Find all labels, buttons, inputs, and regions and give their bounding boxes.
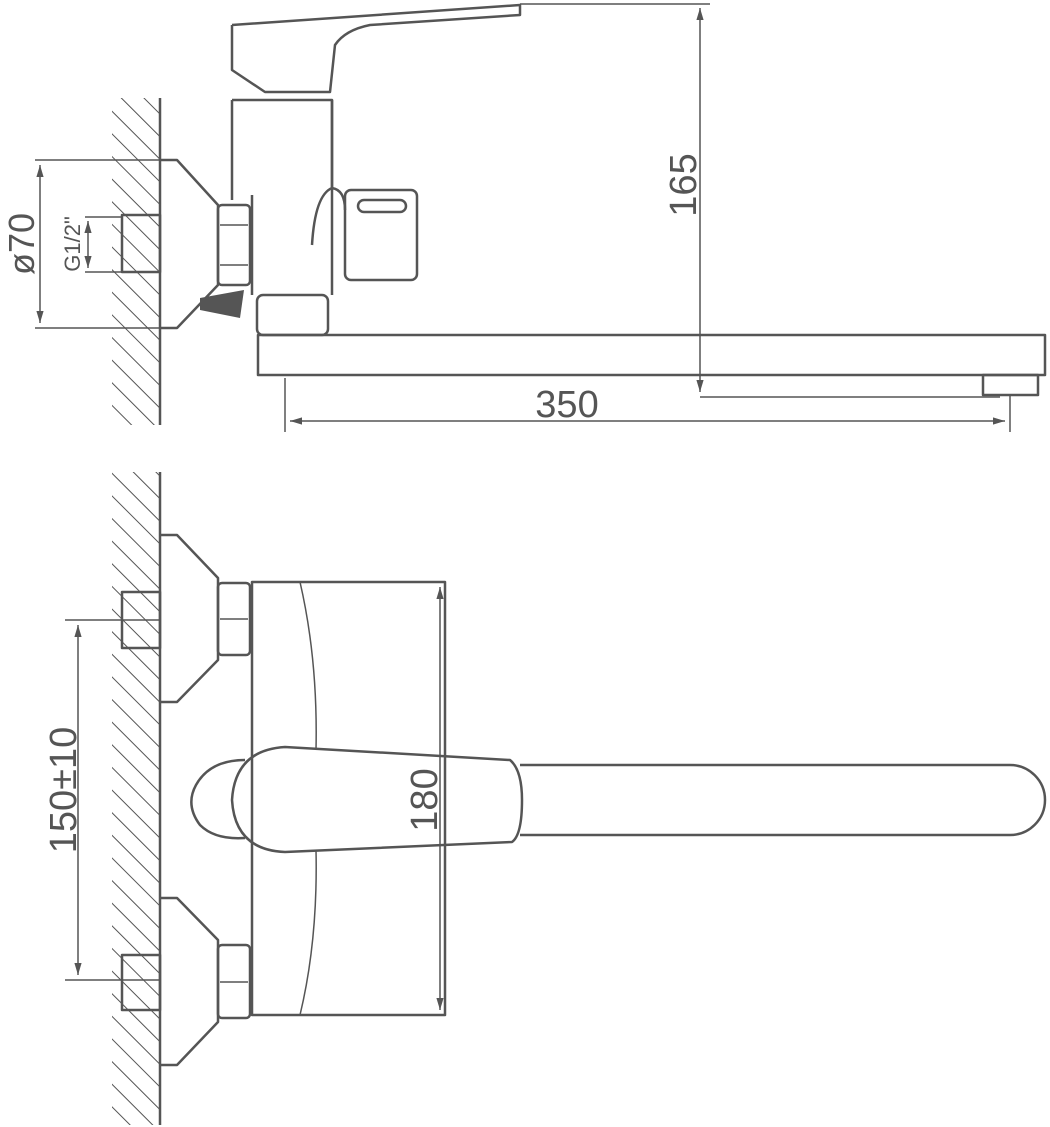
dim-height: 165 bbox=[663, 153, 705, 216]
wall-hatch bbox=[112, 98, 160, 425]
wall-pipe bbox=[120, 213, 162, 274]
hex-nut-lower bbox=[216, 943, 252, 1020]
wall-hatch bbox=[112, 472, 160, 1125]
hex-nut bbox=[216, 195, 254, 295]
lever-handle bbox=[230, 3, 522, 94]
diverter-knob bbox=[343, 188, 419, 282]
spout bbox=[256, 333, 1047, 377]
top-view: 180 150±10 bbox=[43, 472, 1047, 1125]
valve-body-edge bbox=[330, 100, 347, 295]
lever-base bbox=[190, 758, 246, 840]
valve-body bbox=[230, 98, 334, 246]
escutcheon-upper bbox=[160, 533, 220, 704]
thread-stub bbox=[200, 290, 244, 318]
aerator bbox=[981, 373, 1040, 397]
lever-handle bbox=[230, 745, 524, 854]
dim-centers: 150±10 bbox=[43, 727, 85, 854]
spout bbox=[520, 763, 1047, 837]
dim-diameter: ø70 bbox=[1, 213, 42, 275]
dim-length: 350 bbox=[535, 384, 598, 426]
body-contour bbox=[299, 581, 317, 1016]
dim-thread: G1/2" bbox=[60, 216, 85, 272]
dim-body-length: 180 bbox=[404, 768, 446, 831]
mixer-body bbox=[250, 580, 447, 1017]
side-view: ø70 G1/2" 165 350 bbox=[1, 3, 1047, 432]
hex-nut-upper bbox=[216, 581, 252, 657]
wall-pipe-lower bbox=[120, 953, 162, 1012]
spout-connector bbox=[255, 293, 330, 337]
escutcheon-lower bbox=[160, 896, 220, 1067]
